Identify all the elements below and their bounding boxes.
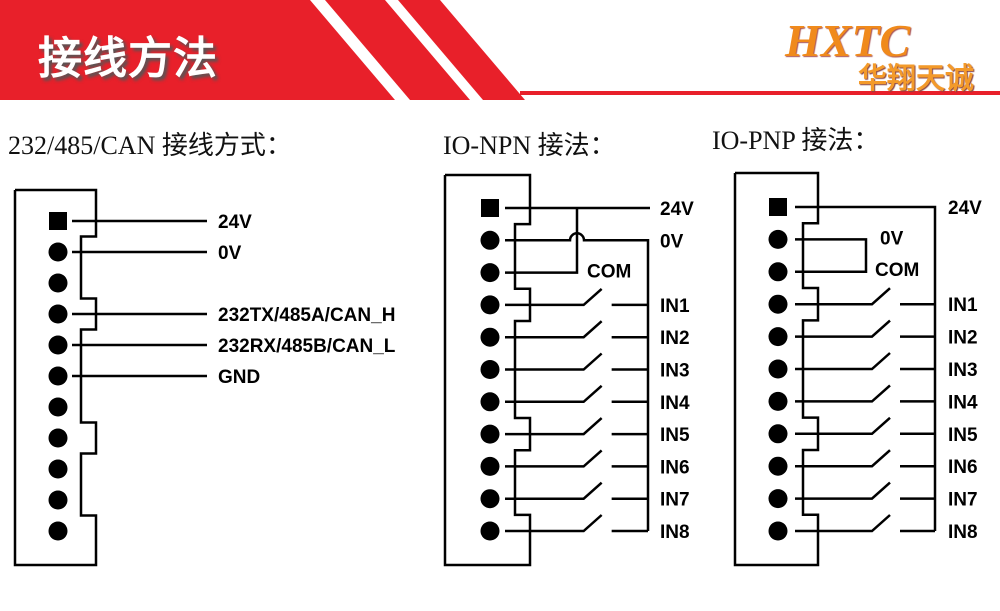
pnp-switch: [795, 481, 891, 500]
pnp-switch: [795, 319, 891, 338]
npn-connector-pin-icon: [480, 327, 500, 347]
npn-label-input: IN1: [660, 296, 690, 317]
serial-connector-pin-icon: [48, 397, 68, 417]
serial-label: 0V: [218, 243, 242, 264]
npn-label-input: IN4: [660, 393, 690, 414]
pnp-label-input: IN7: [948, 490, 978, 511]
pnp-connector-pin-icon: [768, 424, 788, 444]
npn-label-input: IN6: [660, 457, 690, 478]
pnp-connector-pin-icon: [768, 229, 788, 249]
pnp-switch: [795, 514, 891, 533]
logo-script: HXTC: [785, 15, 911, 66]
pnp-connector-pin-icon: [768, 489, 788, 509]
npn-switch: [505, 287, 603, 307]
pnp-label-input: IN2: [948, 328, 978, 349]
npn-connector-pin-icon: [480, 456, 500, 476]
pnp-24v-bus: [795, 205, 937, 531]
pnp-label-input: IN3: [948, 360, 978, 381]
npn-switch: [505, 417, 603, 436]
npn-label-input: IN5: [660, 425, 690, 446]
npn-label-0v: 0V: [660, 231, 684, 252]
npn-0v-bus: [505, 232, 650, 531]
serial-connector-pin-icon: [48, 490, 68, 510]
npn-label-input: IN2: [660, 328, 690, 349]
pnp-switch: [795, 352, 891, 371]
pnp-switch: [795, 416, 891, 436]
npn-connector-pin-icon: [480, 263, 500, 283]
serial-connector-outline: [13, 188, 98, 567]
serial-connector-pin-icon: [48, 304, 68, 324]
pnp-connector-pin-icon: [768, 262, 788, 282]
pnp-connector-pin-icon: [768, 521, 788, 541]
serial-connector-pin-icon: [48, 273, 68, 293]
npn-label-input: IN7: [660, 490, 690, 511]
npn-label-input: IN8: [660, 522, 690, 543]
npn-label-24v: 24V: [660, 199, 694, 220]
serial-connector-pin-icon: [48, 459, 68, 479]
pnp-label-com: COM: [875, 260, 919, 281]
npn-switch: [505, 449, 603, 468]
pnp-connector-pin-icon: [768, 359, 788, 379]
npn-com-wire: [505, 208, 579, 274]
pnp-0v-com-loop: [795, 238, 868, 274]
pnp-connector-pin-icon: [768, 391, 788, 411]
pnp-label-input: IN5: [948, 425, 978, 446]
npn-connector-pin-icon: [480, 489, 500, 509]
logo-text: 华翔天诚: [858, 63, 975, 95]
npn-label-com: COM: [587, 262, 631, 283]
npn-connector-pin-icon: [480, 392, 500, 412]
serial-connector-pin-icon: [48, 242, 68, 262]
serial-label: GND: [218, 367, 260, 388]
section-heading-serial: 232/485/CAN 接线方式：: [8, 131, 292, 160]
pnp-switch: [795, 287, 891, 306]
npn-connector-pin-icon: [480, 424, 500, 444]
pnp-connector-pin-icon: [768, 456, 788, 476]
npn-switch: [505, 514, 603, 533]
pnp-label-input: IN1: [948, 295, 978, 316]
pnp-label-input: IN8: [948, 522, 978, 543]
npn-switch: [505, 320, 603, 339]
pnp-label-24v: 24V: [948, 198, 982, 219]
serial-connector-pin-icon: [48, 335, 68, 355]
npn-connector-pin-icon: [480, 521, 500, 541]
section-heading-npn: IO-NPN 接法：: [443, 131, 616, 160]
npn-connector-pin-square-icon: [481, 199, 499, 217]
pnp-label-input: IN6: [948, 457, 978, 478]
serial-label: 232RX/485B/CAN_L: [218, 336, 396, 357]
serial-connector-pin-square-icon: [49, 212, 67, 230]
npn-connector-pin-icon: [480, 360, 500, 379]
npn-switch: [505, 384, 603, 404]
section-heading-pnp: IO-PNP 接法：: [712, 126, 880, 155]
npn-connector-pin-icon: [480, 230, 500, 250]
header-banner: [0, 0, 1000, 100]
pnp-connector-pin-icon: [768, 294, 788, 314]
pnp-connector-pin-icon: [768, 327, 788, 347]
npn-connector-pin-icon: [480, 295, 500, 315]
pnp-label-input: IN4: [948, 392, 978, 413]
npn-switch: [505, 352, 603, 371]
serial-label: 232TX/485A/CAN_H: [218, 305, 395, 326]
page-title: 接线方法: [38, 34, 218, 83]
npn-label-input: IN3: [660, 361, 690, 382]
serial-label: 24V: [218, 212, 252, 233]
serial-connector-pin-icon: [48, 521, 68, 541]
serial-connector-pin-icon: [48, 428, 68, 448]
serial-connector-pin-icon: [48, 366, 68, 386]
pnp-switch: [795, 449, 891, 468]
pnp-label-0v: 0V: [880, 228, 904, 249]
npn-switch: [505, 481, 603, 500]
pnp-connector-pin-square-icon: [769, 198, 787, 216]
pnp-switch: [795, 384, 891, 403]
